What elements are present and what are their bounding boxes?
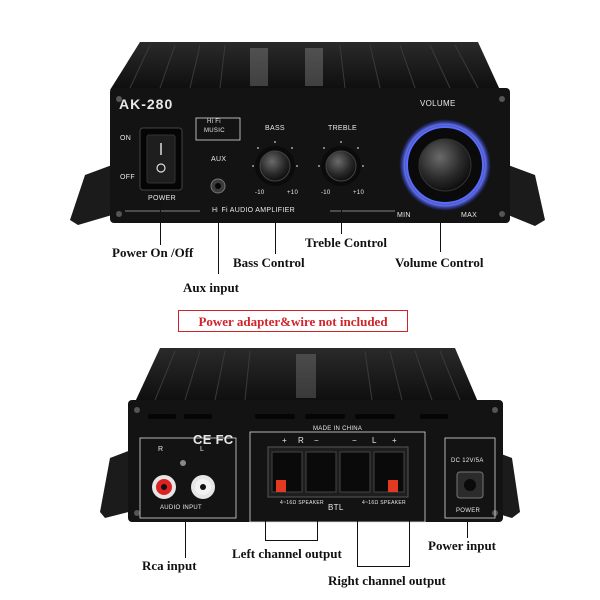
top-heatsink <box>110 42 500 90</box>
left-out-callout-line-b <box>317 520 318 540</box>
right-out-callout-bar <box>357 566 410 567</box>
terminal-minus-2: − <box>352 436 357 445</box>
left-channel-callout: Left channel output <box>232 546 342 561</box>
aux-callout: Aux input <box>183 280 239 295</box>
dc-rating-label: DC 12V/5A <box>451 458 484 464</box>
off-label: OFF <box>120 174 135 181</box>
aux-label: AUX <box>211 156 227 163</box>
hifi-badge-line2: MUSIC <box>204 128 225 134</box>
volume-callout-line <box>440 222 441 252</box>
volume-max-label: MAX <box>461 212 478 219</box>
left-out-callout-line-a <box>265 520 266 540</box>
speaker-spec-right: 4~16Ω SPEAKER <box>362 500 406 506</box>
model-label: AK-280 <box>119 96 174 112</box>
made-in-china-label: MADE IN CHINA <box>313 426 363 432</box>
hifi-badge-line1: Hi Fi <box>207 119 221 125</box>
treble-callout: Treble Control <box>305 235 387 250</box>
btl-label: BTL <box>328 503 344 512</box>
rca-r-label: R <box>158 446 164 453</box>
rca-callout: Rca input <box>142 558 197 573</box>
speaker-spec-left: 4~16Ω SPEAKER <box>280 500 324 506</box>
bass-callout: Bass Control <box>233 255 305 270</box>
terminal-r-label: R <box>298 436 305 445</box>
bass-callout-line <box>275 204 276 254</box>
back-panel-photo <box>100 348 520 523</box>
right-out-callout-line-b <box>409 520 410 567</box>
terminal-plus-1: + <box>282 436 287 445</box>
left-out-callout-bar <box>265 540 318 541</box>
audio-input-label: AUDIO INPUT <box>160 505 202 511</box>
back-power-label: POWER <box>456 508 481 514</box>
right-out-callout-line-a <box>357 520 358 567</box>
power-in-callout-line <box>467 520 468 538</box>
back-left-flange <box>100 448 136 518</box>
treble-callout-line <box>341 204 342 234</box>
aux-callout-line <box>218 194 219 274</box>
terminal-l-label: L <box>372 436 377 445</box>
ce-fcc-mark: CE FC <box>193 432 234 447</box>
front-panel-photo <box>70 42 545 226</box>
rca-l-label: L <box>200 446 205 453</box>
power-callout: Power On /Off <box>112 245 194 260</box>
bass-min-label: -10 <box>255 190 265 196</box>
treble-min-label: -10 <box>321 190 331 196</box>
left-flange <box>70 165 112 225</box>
amplifier-subtitle: Hi Fi AUDIO AMPLIFIER <box>212 207 295 214</box>
treble-max-label: +10 <box>353 190 365 196</box>
volume-min-label: MIN <box>397 212 411 219</box>
power-callout-line <box>160 200 161 245</box>
bass-label: BASS <box>265 125 285 132</box>
terminal-plus-2: + <box>392 436 397 445</box>
notice-box: Power adapter&wire not included <box>178 310 408 332</box>
volume-callout: Volume Control <box>395 255 484 270</box>
volume-label: VOLUME <box>420 99 456 108</box>
bass-max-label: +10 <box>287 190 299 196</box>
rca-callout-line <box>185 520 186 558</box>
terminal-minus-1: − <box>314 436 319 445</box>
power-switch-label: POWER <box>148 195 176 202</box>
power-input-callout: Power input <box>428 538 497 553</box>
right-channel-callout: Right channel output <box>328 573 446 588</box>
treble-label: TREBLE <box>328 125 358 132</box>
on-label: ON <box>120 135 132 142</box>
right-flange <box>508 165 545 226</box>
